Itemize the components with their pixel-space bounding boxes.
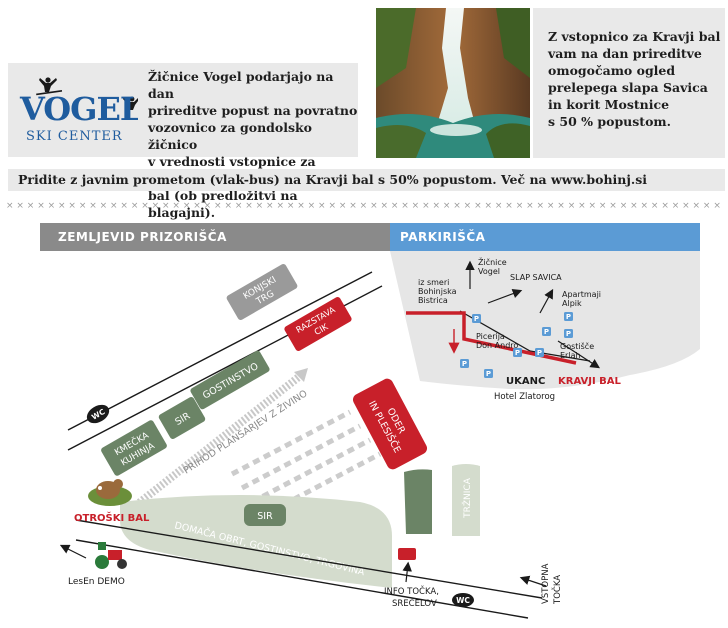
info-line: Z vstopnico za Kravji bal bbox=[548, 29, 721, 44]
ukanc-label: UKANC bbox=[506, 376, 545, 387]
parking-label: Bohinjska bbox=[418, 287, 457, 296]
cow-icon bbox=[88, 479, 132, 506]
info-line: prelepega slapa Savica bbox=[548, 80, 708, 95]
vogel-info-panel bbox=[8, 63, 358, 157]
venue-map-banner: ZEMLJEVID PRIZORIŠČA bbox=[40, 223, 390, 251]
svg-text:P: P bbox=[474, 315, 479, 323]
svg-text:P: P bbox=[462, 360, 467, 368]
entry-point-label: VSTOPNA bbox=[541, 563, 551, 604]
parking-label: Alpik bbox=[562, 299, 582, 308]
tractor-icon bbox=[95, 542, 127, 569]
hotel-label: Hotel Zlatorog bbox=[494, 392, 555, 401]
sir-bottom-area: SIR bbox=[244, 504, 286, 526]
info-line: s 50 % popustom. bbox=[548, 114, 671, 129]
cattle-path bbox=[127, 368, 308, 514]
svg-text:P: P bbox=[537, 349, 542, 357]
parking-label: Gostišče bbox=[560, 341, 594, 351]
stage-area: ODER IN PLESIŠČE bbox=[352, 378, 428, 470]
venue-map: KONJSKI TRG RAZSTAVA CIK GOSTINSTVO SIR … bbox=[0, 252, 728, 624]
wc-icon: WC bbox=[452, 593, 474, 607]
parking-label: iz smeri bbox=[418, 278, 449, 287]
parking-label: Don Andro bbox=[476, 341, 518, 350]
transport-note: Pridite z javnim prometom (vlak-bus) na … bbox=[18, 172, 648, 187]
trznica-area: TRŽNICA bbox=[452, 464, 480, 536]
crafts-area bbox=[120, 495, 392, 588]
parking-title: PARKIRIŠČA bbox=[400, 230, 486, 244]
parking-label: Picerija bbox=[476, 332, 505, 341]
parking-label: Erlah bbox=[560, 351, 581, 360]
konjski-trg-area: KONJSKI TRG bbox=[226, 263, 298, 321]
separator-row: × × × × × × × × × × × × × × × × × × × × … bbox=[6, 201, 724, 211]
entry-point-label: TOČKA bbox=[551, 575, 563, 605]
parking-label: SLAP SAVICA bbox=[510, 273, 562, 282]
info-point-label: SREČELOV bbox=[392, 597, 437, 609]
wc-icon: WC bbox=[86, 404, 110, 424]
lesen-demo-label: LesEn DEMO bbox=[68, 577, 125, 587]
transport-strip bbox=[8, 169, 725, 191]
info-line: vam na dan prireditve bbox=[548, 46, 702, 61]
info-line: Žičnice Vogel podarjajo na dan bbox=[148, 69, 334, 101]
parking-map: iz smeri Bohinjska Bistrica Žičnice Voge… bbox=[390, 251, 710, 402]
info-line: vozovnico za gondolsko žičnico bbox=[148, 120, 313, 152]
waterfall-photo bbox=[376, 8, 530, 158]
razstava-area: RAZSTAVA CIK bbox=[284, 296, 352, 352]
info-line: in korit Mostnice bbox=[548, 97, 670, 112]
svg-text:P: P bbox=[566, 330, 571, 338]
skier-icon bbox=[36, 77, 138, 110]
svg-text:WC: WC bbox=[456, 596, 470, 605]
savica-discount-text: Z vstopnico za Kravji bal vam na dan pri… bbox=[548, 28, 723, 130]
logo-sub: SKI CENTER bbox=[26, 129, 123, 144]
svg-text:P: P bbox=[544, 328, 549, 336]
parking-label: Vogel bbox=[478, 267, 500, 276]
parking-label: Apartmaji bbox=[562, 290, 601, 299]
info-line: prireditve popust na povratno bbox=[148, 103, 358, 118]
logo-brand: VOGEL bbox=[19, 90, 138, 128]
savica-info-panel bbox=[533, 8, 725, 158]
sir-top-area: SIR bbox=[158, 396, 206, 440]
parking-label: Žičnice bbox=[478, 256, 507, 267]
info-line: bal (ob predložitvi na blagajni). bbox=[148, 188, 298, 220]
parking-marker-icon: P P P P P P P P bbox=[460, 312, 573, 378]
market-stall-area bbox=[404, 469, 432, 534]
parking-banner: PARKIRIŠČA bbox=[390, 223, 700, 251]
vogel-logo: VOGEL SKI CENTER bbox=[14, 72, 143, 148]
info-line: omogočamo ogled bbox=[548, 63, 676, 78]
svg-text:P: P bbox=[566, 313, 571, 321]
area-label: TRŽNICA bbox=[461, 477, 473, 519]
parking-label: Bistrica bbox=[418, 296, 448, 305]
parking-area bbox=[390, 251, 700, 390]
kravji-bal-label: KRAVJI BAL bbox=[558, 376, 622, 387]
info-point-label: INFO TOČKA, bbox=[384, 585, 439, 597]
svg-text:P: P bbox=[515, 349, 520, 357]
vogel-discount-text: Žičnice Vogel podarjajo na dan prireditv… bbox=[148, 68, 358, 221]
info-point-icon bbox=[398, 548, 416, 583]
venue-map-title: ZEMLJEVID PRIZORIŠČA bbox=[58, 230, 227, 244]
otroski-bal-label: OTROŠKI BAL bbox=[74, 511, 150, 524]
dance-floor-area bbox=[230, 409, 382, 519]
svg-text:P: P bbox=[486, 370, 491, 378]
area-label: SIR bbox=[257, 511, 273, 522]
